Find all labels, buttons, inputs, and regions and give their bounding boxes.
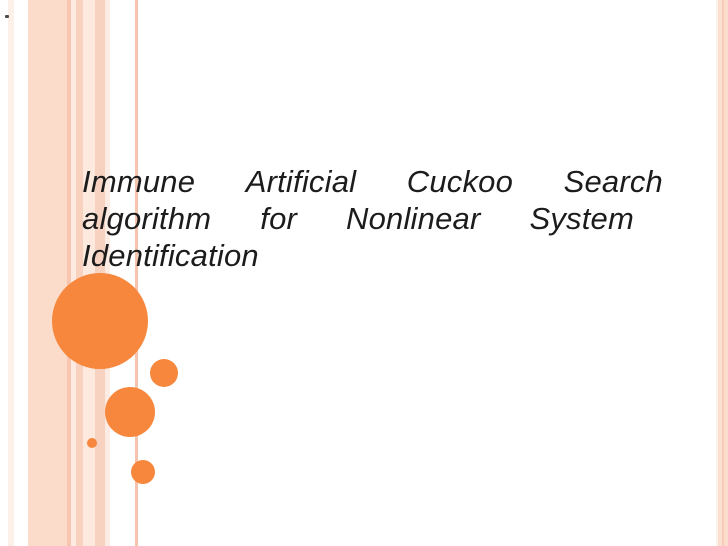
- background-stripe: [8, 0, 14, 546]
- title-word: Identification: [82, 238, 259, 273]
- title-line: Identification: [82, 237, 663, 274]
- title-word: for: [260, 201, 298, 236]
- title-word: algorithm: [82, 201, 212, 236]
- title-word: Artificial: [245, 164, 357, 199]
- title-word: Immune: [82, 164, 196, 199]
- title-word: Search: [563, 164, 663, 199]
- background-stripe: [722, 0, 724, 546]
- background-stripe: [724, 0, 728, 546]
- background-stripe: [76, 0, 83, 546]
- decorative-circle: [105, 387, 155, 437]
- decorative-circle: [87, 438, 97, 448]
- background-stripe: [28, 0, 67, 546]
- decorative-circle: [52, 273, 148, 369]
- background-stripe: [135, 0, 138, 546]
- background-stripe: [71, 0, 76, 546]
- title-word: Cuckoo: [406, 164, 514, 199]
- background-stripe: [67, 0, 71, 546]
- title-word: Nonlinear: [345, 201, 481, 236]
- title-word: System: [529, 201, 634, 236]
- title-line: Immune Artificial Cuckoo Search: [82, 163, 663, 200]
- stray-dot-artifact: [5, 15, 9, 18]
- background-stripe: [716, 0, 718, 546]
- decorative-circle: [131, 460, 155, 484]
- background-stripe: [718, 0, 722, 546]
- decorative-circle: [150, 359, 178, 387]
- background-stripe: [83, 0, 95, 546]
- title-line: algorithm for Nonlinear System: [82, 200, 634, 237]
- slide-title: Immune Artificial Cuckoo Search algorithm fo…: [82, 163, 663, 274]
